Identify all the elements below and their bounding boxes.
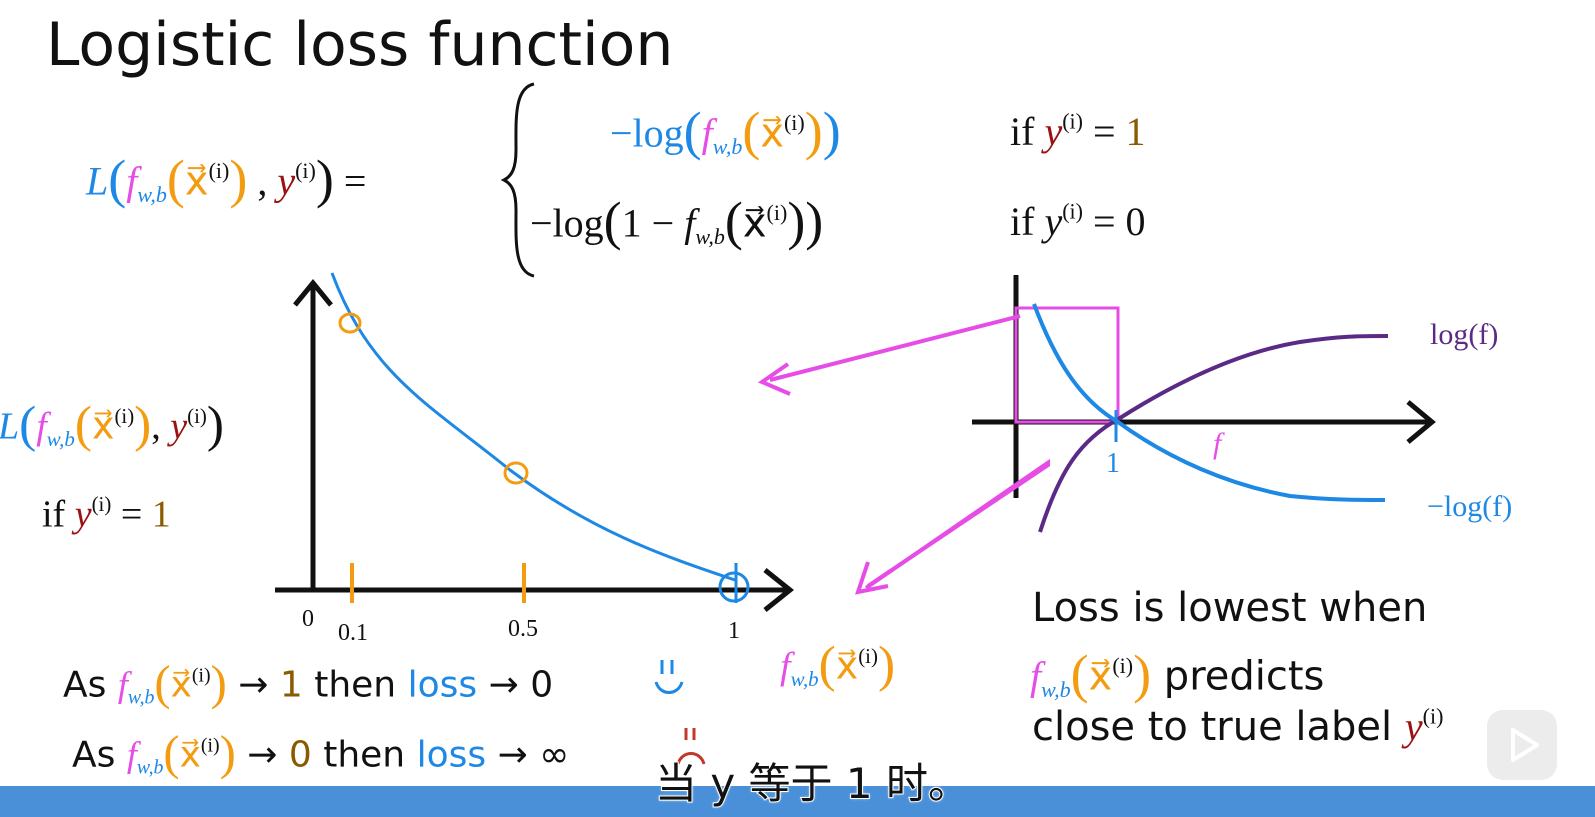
statement-approaches-1: As fw,b(x⃗(i)) → 1 then loss → 0 [63, 656, 554, 710]
tick-0: 0 [302, 606, 314, 632]
frown-icon [676, 728, 706, 765]
note-line-2: fw,b(x⃗(i)) predicts [1030, 644, 1325, 704]
video-progress-bar[interactable] [0, 786, 1595, 817]
loss-formula-lhs: L(fw,b(x⃗(i)) , y(i)) = [86, 149, 367, 209]
case-y-equals-1: −log(fw,b(x⃗(i))) [610, 101, 841, 161]
tick-1: 1 [728, 618, 740, 644]
piecewise-brace [500, 82, 535, 278]
smiley-icon [654, 660, 684, 694]
left-loss-graph [275, 272, 795, 612]
case1-condition: if y(i) = 1 [1010, 108, 1146, 155]
play-icon [1511, 728, 1539, 762]
point-0.1 [338, 312, 362, 334]
slide-title: Logistic loss function [46, 10, 674, 80]
left-graph-condition: if y(i) = 1 [42, 492, 171, 536]
left-graph-ylabel: L(fw,b(x⃗(i)), y(i)) [0, 396, 224, 453]
label-neg-log-f: −log(f) [1427, 490, 1513, 523]
video-subtitle: 当 y 等于 1 时。 [654, 758, 971, 809]
case2-condition: if y(i) = 0 [1010, 198, 1146, 245]
note-line-1: Loss is lowest when [1032, 585, 1428, 631]
label-f: f [1213, 427, 1222, 460]
label-log-f: log(f) [1430, 318, 1499, 351]
left-graph-xlabel: fw,b(x⃗(i)) [780, 636, 896, 693]
pink-arrows [757, 314, 1050, 595]
note-line-3: close to true label y(i) [1032, 703, 1444, 751]
statement-approaches-0: As fw,b(x⃗(i)) → 0 then loss → ∞ [72, 726, 570, 780]
play-button[interactable] [1487, 710, 1557, 780]
neg-log-curve [330, 272, 736, 582]
log-f-curve [1038, 334, 1389, 533]
point-0.5 [503, 461, 529, 485]
neg-log-f-curve [1032, 303, 1386, 502]
tick-0.1: 0.1 [338, 620, 368, 646]
tick-0.5: 0.5 [508, 616, 538, 642]
case-y-equals-0: −log(1 − fw,b(x⃗(i))) [530, 191, 824, 251]
right-tick-1: 1 [1106, 448, 1120, 479]
point-1 [718, 571, 750, 603]
right-log-graph [972, 275, 1436, 533]
